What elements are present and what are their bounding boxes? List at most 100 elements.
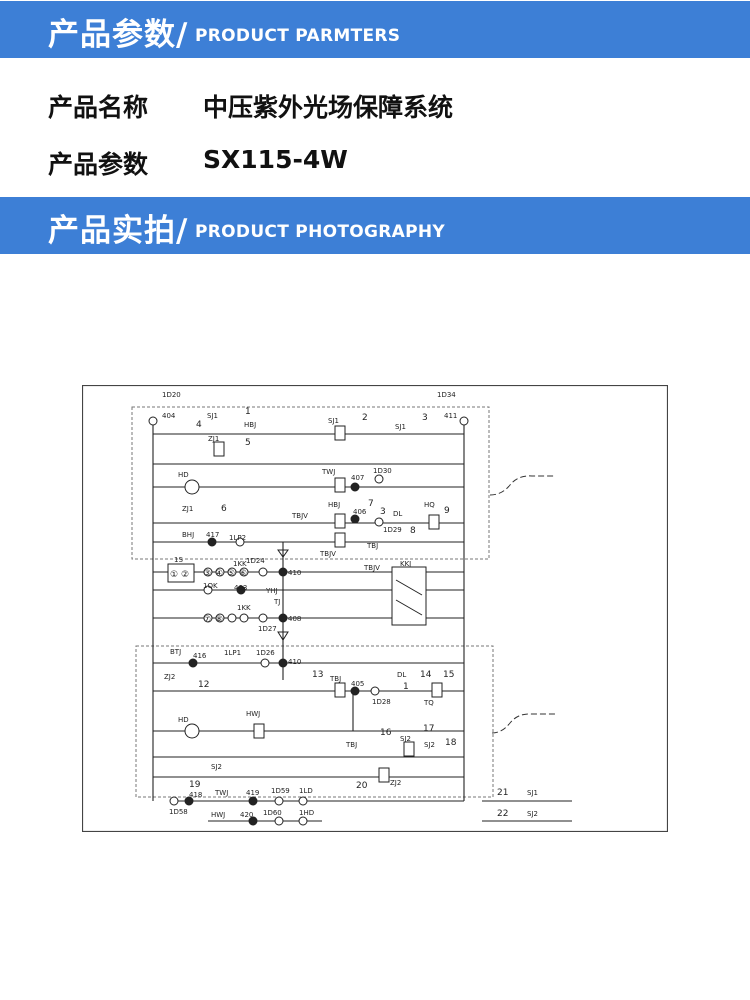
label-419: 419 <box>246 789 259 797</box>
label-410-a: 410 <box>288 569 301 577</box>
label-ns5: ⑤ <box>227 569 235 579</box>
label-tbj-1: TBJ <box>366 542 378 550</box>
label-417: 417 <box>206 531 219 539</box>
label-n1b: 1 <box>403 682 409 692</box>
label-n3: 3 <box>422 413 428 423</box>
section-title-cn: 产品参数/ <box>48 17 189 53</box>
label-416: 416 <box>193 652 207 660</box>
label-tbj-2: TBJ <box>329 675 341 683</box>
label-1d60: 1D60 <box>263 809 282 817</box>
label-hd-2: HD <box>178 716 189 724</box>
label-1d34: 1D34 <box>437 391 456 399</box>
label-1d58: 1D58 <box>169 808 188 816</box>
section-title-en: PRODUCT PHOTOGRAPHY <box>195 222 445 242</box>
section-title-cn: 产品实拍/ <box>48 213 189 249</box>
label-ns6: ⑥ <box>239 569 247 579</box>
label-kkj: KKJ <box>400 560 411 568</box>
section-header-parameters: 产品参数/ PRODUCT PARMTERS <box>0 1 750 58</box>
product-param-label: 产品参数 <box>48 150 149 179</box>
label-zj1-a: ZJ1 <box>208 435 219 443</box>
label-hbj-2: HBJ <box>328 501 340 509</box>
label-sj1-d: SJ1 <box>527 789 538 797</box>
label-sj1-a: SJ1 <box>207 412 218 420</box>
label-404: 404 <box>162 412 176 420</box>
label-n18: 18 <box>445 738 457 748</box>
label-hd-1: HD <box>178 471 189 479</box>
section-title-en: PRODUCT PARMTERS <box>195 26 401 46</box>
label-1kk-1: 1KK <box>233 560 247 568</box>
label-ns2: ② <box>181 570 189 580</box>
label-1d30: 1D30 <box>373 467 392 475</box>
product-name-label: 产品名称 <box>48 93 149 122</box>
label-n8: 8 <box>410 526 416 536</box>
label-1qk: 1QK <box>203 582 218 590</box>
label-n1: 1 <box>245 407 251 417</box>
label-sj1-b: SJ1 <box>328 417 339 425</box>
label-hq: HQ <box>424 501 435 509</box>
product-param-value: SX115-4W <box>203 145 348 174</box>
label-sj2-b: SJ2 <box>424 741 435 749</box>
label-1hd: 1HD <box>299 809 314 817</box>
label-ns8: ⑧ <box>215 615 223 625</box>
label-tbjv-3: TBJV <box>363 564 380 572</box>
label-n17: 17 <box>423 724 434 734</box>
label-n21: 21 <box>497 788 508 798</box>
label-ns7: ⑦ <box>203 615 211 625</box>
label-n9: 9 <box>444 506 450 516</box>
label-sj2-d: SJ2 <box>527 810 538 818</box>
label-1lp2: 1LP2 <box>229 534 246 542</box>
label-tbj-3: TBJ <box>345 741 357 749</box>
label-ns4: ④ <box>215 569 223 579</box>
label-n19: 19 <box>189 780 201 790</box>
label-tj: TJ <box>273 598 280 606</box>
label-1d59: 1D59 <box>271 787 290 795</box>
label-bhj: BHJ <box>182 531 194 539</box>
label-1d24: 1D24 <box>246 557 265 565</box>
label-zj2-b: ZJ2 <box>390 779 401 787</box>
label-dl-1: DL <box>393 510 402 518</box>
label-n15: 15 <box>443 670 454 680</box>
label-tbjv-1: TBJV <box>291 512 308 520</box>
label-hwj-2: HWJ <box>211 811 225 819</box>
label-dl-2: DL <box>397 671 406 679</box>
label-zj2: ZJ2 <box>164 673 175 681</box>
section-header-photography: 产品实拍/ PRODUCT PHOTOGRAPHY <box>0 197 750 254</box>
label-1ld: 1LD <box>299 787 313 795</box>
label-btj: BTJ <box>170 648 181 656</box>
label-n16: 16 <box>380 728 392 738</box>
label-n20: 20 <box>356 781 368 791</box>
label-ns3: ③ <box>203 569 211 579</box>
label-sj2-a: SJ2 <box>400 735 411 743</box>
label-zj1-b: ZJ1 <box>182 505 193 513</box>
label-sj1-c: SJ1 <box>395 423 406 431</box>
label-tq: TQ <box>423 699 434 707</box>
label-n7: 7 <box>368 499 374 509</box>
label-hwj-1: HWJ <box>246 710 260 718</box>
label-420: 420 <box>240 811 253 819</box>
label-418: 418 <box>189 791 202 799</box>
circuit-diagram: 1D20 1D34 404 411 SJ1 HBJ SJ1 SJ1 ZJ1 HD… <box>82 385 668 832</box>
label-twj-2: TWJ <box>214 789 228 797</box>
label-n5: 5 <box>245 438 251 448</box>
label-sj2-c: SJ2 <box>211 763 222 771</box>
label-ns1: ① <box>170 570 178 580</box>
label-1lp1: 1LP1 <box>224 649 241 657</box>
label-410-b: 410 <box>288 658 301 666</box>
label-403: 403 <box>234 584 247 592</box>
label-n13: 13 <box>312 670 323 680</box>
label-406: 406 <box>353 508 367 516</box>
label-1d20: 1D20 <box>162 391 181 399</box>
product-name-value: 中压紫外光场保障系统 <box>203 93 454 122</box>
label-n14: 14 <box>420 670 432 680</box>
label-hbj-1: HBJ <box>244 421 256 429</box>
label-1d28: 1D28 <box>372 698 391 706</box>
label-n12: 12 <box>198 680 209 690</box>
label-407: 407 <box>351 474 364 482</box>
label-408: 408 <box>288 615 301 623</box>
label-1d26: 1D26 <box>256 649 275 657</box>
label-n6: 6 <box>221 504 227 514</box>
label-1kk-2: 1KK <box>237 604 251 612</box>
label-twj: TWJ <box>321 468 335 476</box>
label-411: 411 <box>444 412 457 420</box>
label-yhj: YHJ <box>265 587 278 595</box>
